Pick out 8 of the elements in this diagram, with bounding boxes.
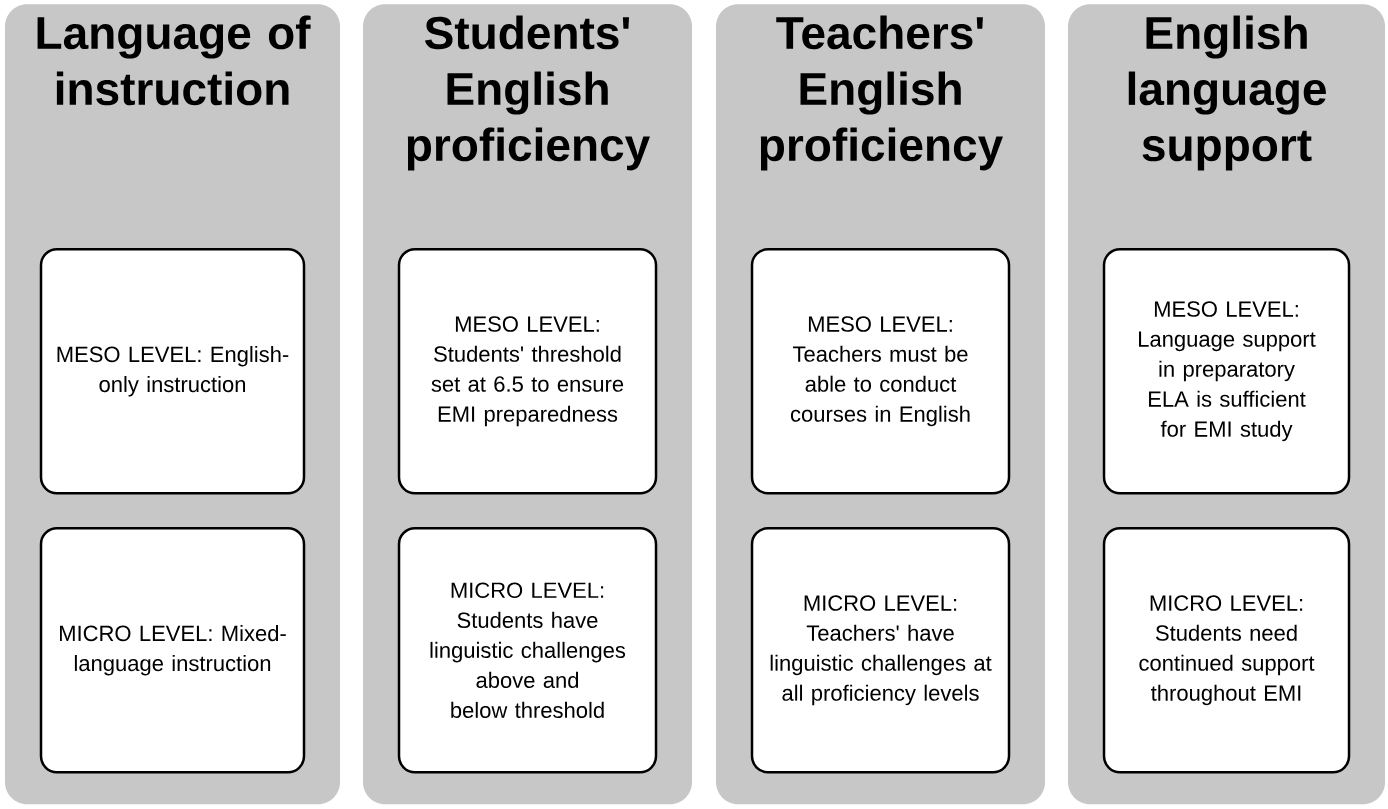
level-box: MICRO LEVEL: Mixed-language instruction [39, 527, 306, 774]
level-box: MESO LEVEL: English-only instruction [39, 248, 306, 495]
level-box: MESO LEVEL: Students' threshold set at 6.5 to ensure EMI preparedness [397, 248, 658, 495]
level-box: MESO LEVEL: Teachers must be able to conduct courses in English [750, 248, 1011, 495]
level-box: MESO LEVEL: Language support in preparatory ELA is sufficient for EMI study [1102, 248, 1351, 495]
level-box: MICRO LEVEL: Students need continued support throughout EMI [1102, 527, 1351, 774]
level-box: MICRO LEVEL: Students have linguistic challenges above and below threshold [397, 527, 658, 774]
level-box: MICRO LEVEL: Teachers' have linguistic challenges at all proficiency levels [750, 527, 1011, 774]
